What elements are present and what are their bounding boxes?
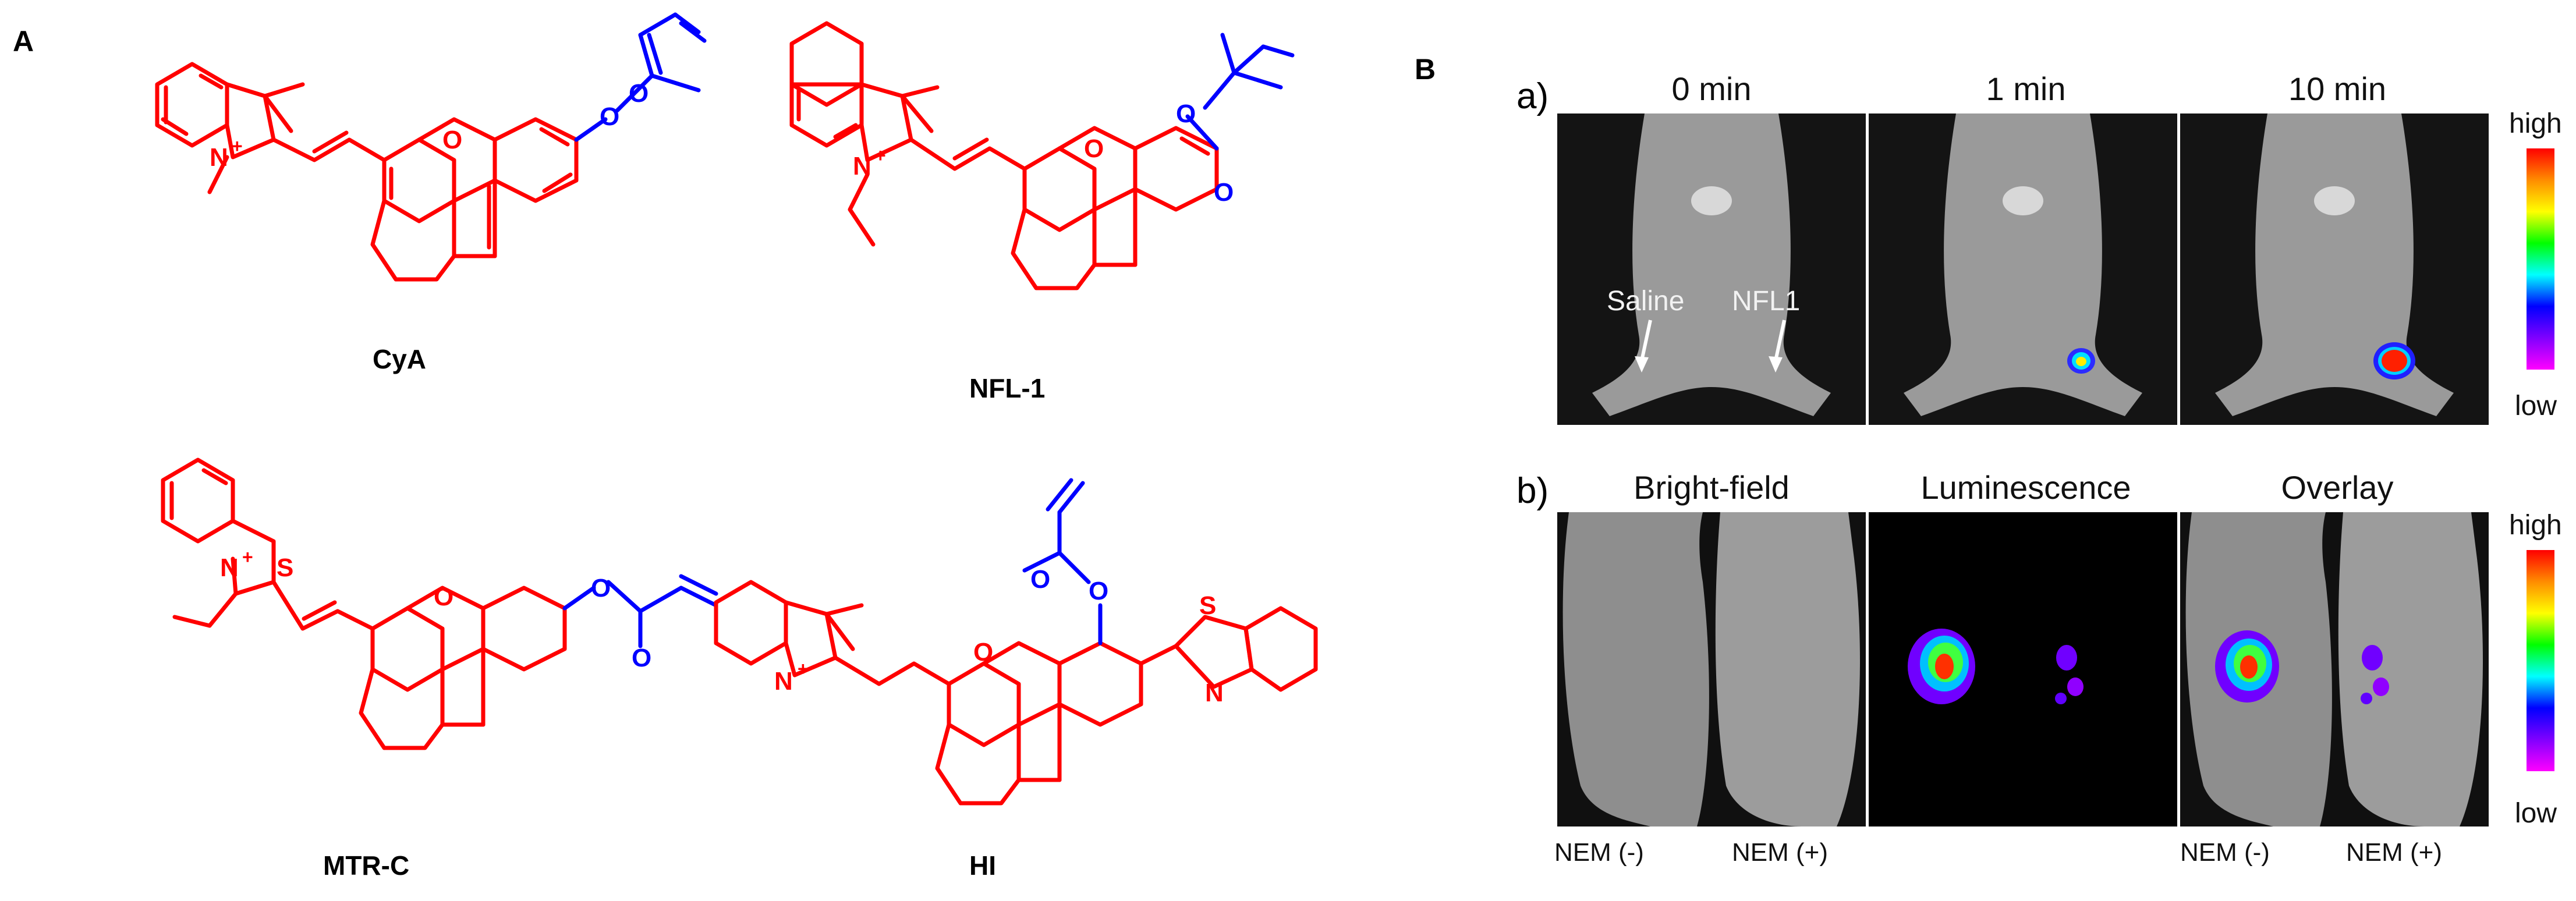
svg-text:S: S bbox=[1199, 591, 1216, 620]
signal-spot-10min bbox=[2373, 342, 2415, 379]
mtrc-structure bbox=[161, 457, 567, 750]
svg-text:O: O bbox=[632, 644, 651, 672]
row-b-col-2: Overlay bbox=[2281, 469, 2394, 506]
annotation-arrows bbox=[1635, 320, 1786, 373]
nem-label-2: NEM (-) bbox=[2180, 838, 2270, 867]
arrow-saline bbox=[1640, 320, 1652, 361]
annotation-saline: Saline bbox=[1607, 286, 1685, 317]
scale-b-high: high bbox=[2509, 510, 2562, 541]
nem-label-3: NEM (+) bbox=[2346, 838, 2442, 867]
molecule-name-mtrc: MTR-C bbox=[323, 850, 410, 881]
svg-text:+: + bbox=[232, 136, 243, 157]
svg-text:+: + bbox=[798, 658, 809, 679]
luminescence-signal-right bbox=[2055, 645, 2084, 704]
hi-structure bbox=[714, 580, 1318, 806]
scale-b-low: low bbox=[2515, 798, 2557, 829]
mouse-image-1min bbox=[1869, 113, 2177, 425]
svg-text:O: O bbox=[591, 574, 611, 602]
scale-a-low: low bbox=[2515, 391, 2557, 421]
svg-text:O: O bbox=[1089, 577, 1108, 605]
mouse-image-10min bbox=[2180, 113, 2489, 425]
signal-spot-1min bbox=[2067, 348, 2095, 374]
nfl1-acrylate bbox=[1185, 33, 1295, 151]
nfl1-atom-n: N bbox=[853, 152, 871, 180]
cya-atom-n: N bbox=[210, 143, 228, 172]
annotation-nfl1: NFL1 bbox=[1732, 286, 1801, 317]
row-b-letter: b) bbox=[1516, 471, 1549, 511]
svg-text:+: + bbox=[875, 145, 886, 166]
svg-text:O: O bbox=[600, 102, 619, 131]
svg-text:O: O bbox=[629, 79, 649, 108]
scale-a-high: high bbox=[2509, 108, 2562, 139]
molecule-name-hi: HI bbox=[969, 850, 996, 881]
overlay-image bbox=[2180, 512, 2489, 826]
hi-atom-n: N bbox=[774, 667, 793, 696]
overlay-signal-left bbox=[2215, 630, 2279, 703]
svg-text:O: O bbox=[1214, 178, 1234, 207]
mtrc-atom-n: N bbox=[220, 554, 239, 582]
row-a-col-0: 0 min bbox=[1671, 70, 1752, 107]
arrow-nfl1 bbox=[1774, 320, 1786, 361]
row-a-letter: a) bbox=[1516, 76, 1549, 116]
cya-acrylate bbox=[574, 12, 707, 142]
cya-structure bbox=[155, 62, 579, 282]
molecule-name-nfl1: NFL-1 bbox=[969, 373, 1046, 403]
bright-field-image bbox=[1557, 512, 1866, 826]
overlay-signal-right bbox=[2361, 645, 2389, 704]
svg-text:O: O bbox=[434, 583, 453, 611]
svg-text:O: O bbox=[442, 126, 462, 154]
row-b-col-0: Bright-field bbox=[1634, 469, 1790, 506]
luminescence-signal-left bbox=[1908, 629, 1975, 704]
mouse-image-0min bbox=[1557, 113, 1866, 425]
molecule-name-cya: CyA bbox=[373, 344, 427, 374]
svg-text:O: O bbox=[1030, 565, 1050, 594]
row-a-col-2: 10 min bbox=[2288, 70, 2387, 107]
svg-text:O: O bbox=[1084, 134, 1104, 163]
svg-text:O: O bbox=[1176, 100, 1196, 128]
colorbar-b bbox=[2527, 550, 2554, 771]
molecule-structures: N + O O O N + O O O N + S O O O N + O O … bbox=[155, 12, 1318, 806]
luminescence-image bbox=[1869, 512, 2177, 826]
svg-text:N: N bbox=[1205, 679, 1224, 707]
mtrc-acrylate bbox=[562, 574, 718, 648]
svg-text:O: O bbox=[973, 638, 993, 666]
row-b-col-1: Luminescence bbox=[1921, 469, 2131, 506]
panel-b-letter: B bbox=[1415, 53, 1436, 86]
nem-label-0: NEM (-) bbox=[1554, 838, 1644, 867]
nem-label-1: NEM (+) bbox=[1732, 838, 1828, 867]
hi-acrylate bbox=[1022, 478, 1103, 645]
svg-text:S: S bbox=[277, 554, 293, 582]
panel-a-letter: A bbox=[13, 25, 34, 58]
row-a-col-1: 1 min bbox=[1986, 70, 2066, 107]
svg-text:+: + bbox=[242, 547, 253, 567]
colorbar-a bbox=[2527, 148, 2554, 370]
nfl1-structure bbox=[789, 21, 1219, 290]
